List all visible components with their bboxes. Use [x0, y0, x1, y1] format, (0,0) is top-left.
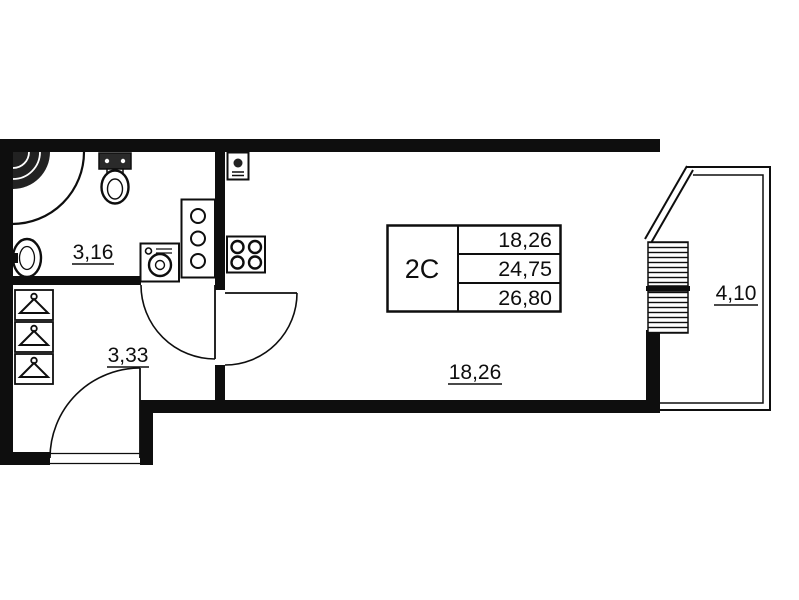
shower-icon	[11, 151, 86, 226]
entrance-threshold	[50, 452, 140, 465]
partition-stub	[215, 365, 225, 413]
balcony-and-windows	[644, 165, 771, 411]
toilet-button	[120, 158, 126, 164]
corner-window-line	[644, 165, 688, 240]
panel-lines	[232, 171, 244, 177]
shaft-pipe	[190, 208, 206, 224]
washer-drum	[147, 252, 173, 278]
washer-panel	[156, 248, 172, 254]
bathroom-door-swing	[140, 284, 216, 360]
toilet-bowl	[100, 169, 130, 205]
unit-area-total: 24,75	[498, 257, 552, 281]
partition-bathroom	[215, 152, 225, 290]
walls	[0, 139, 660, 465]
hanger-icon	[17, 361, 51, 378]
wall-top	[0, 139, 660, 152]
balcony-outline-inner	[660, 174, 764, 404]
wardrobe-cell	[14, 321, 54, 353]
washer-drum-inner	[154, 259, 166, 271]
doors	[49, 284, 298, 465]
balcony-outline-outer	[660, 166, 771, 411]
wall-right-lower	[646, 330, 660, 413]
shower-texture	[12, 151, 30, 169]
wall-left	[0, 139, 13, 465]
washer-knob	[144, 247, 153, 255]
stove-burner	[230, 255, 245, 270]
living-area-label: 18,26	[449, 361, 502, 384]
unit-info-card: 2C 18,26 24,75 26,80	[386, 224, 562, 313]
hanger-icon	[17, 329, 51, 346]
window-glazing-band	[647, 241, 689, 287]
unit-area-overall: 26,80	[498, 286, 552, 310]
stove-icon	[226, 235, 266, 274]
hanger-icon	[17, 297, 51, 314]
shaft-pipe	[190, 253, 206, 269]
balcony-area-label: 4,10	[716, 282, 757, 305]
sink-bowl-inner	[18, 245, 36, 271]
wardrobe-cell	[14, 353, 54, 385]
wall-bottom	[140, 400, 660, 413]
ventilation-shaft-icon	[180, 198, 216, 279]
wall-bottom-left	[0, 452, 50, 465]
stove-burner	[247, 255, 263, 270]
toilet-bowl-inner	[106, 178, 124, 200]
electrical-panel-icon	[226, 151, 250, 181]
panel-dial	[233, 158, 243, 168]
toilet-tank	[98, 152, 132, 170]
card-border	[386, 224, 562, 313]
sink-icon	[11, 237, 43, 279]
washing-machine-icon	[139, 242, 180, 283]
room-area-labels: 3,16 3,33 18,26 4,10	[72, 241, 758, 385]
shower-curtain-arc	[11, 151, 86, 226]
wardrobe-icon	[14, 289, 54, 385]
hallway-area-label: 3,33	[108, 344, 149, 367]
bathroom-area-label: 3,16	[73, 241, 114, 264]
stove-burner	[247, 239, 263, 255]
toilet-icon	[98, 152, 132, 205]
wall-bathroom-bottom	[13, 276, 141, 285]
shaft-pipe	[190, 230, 206, 247]
window-glazing-band	[647, 290, 689, 334]
stove-burner	[230, 239, 245, 255]
wall-vestibule-right	[140, 400, 153, 465]
shower-texture	[12, 151, 41, 180]
unit-type-label: 2C	[405, 254, 440, 284]
entrance-door-swing	[49, 367, 141, 459]
unit-area-living: 18,26	[498, 228, 552, 252]
shaft-box	[180, 198, 216, 279]
sink-tap	[13, 253, 18, 263]
toilet-button	[104, 158, 110, 164]
corner-window-line	[650, 169, 694, 244]
room-door-swing	[224, 292, 298, 366]
wardrobe-cell	[14, 289, 54, 321]
window-mullion	[646, 286, 690, 291]
